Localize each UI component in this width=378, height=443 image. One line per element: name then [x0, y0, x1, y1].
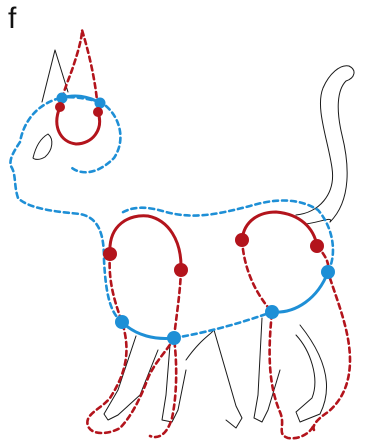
front-leg-outline-left — [103, 335, 159, 421]
blue-dot-head-right — [94, 97, 106, 109]
face-outline — [32, 133, 53, 160]
red-dot-back-right — [310, 239, 324, 253]
panel-label: f — [8, 2, 17, 35]
tail-outline-outer — [295, 65, 355, 223]
ear-red-dashed — [58, 28, 100, 114]
red-dot-ear-right — [93, 107, 103, 117]
back-right-leg-red-dashed — [312, 244, 352, 432]
red-dot-ear-left — [55, 102, 65, 112]
red-markers — [55, 102, 324, 277]
cat-outline — [32, 49, 355, 429]
red-dot-back-left — [235, 233, 249, 247]
blue-dot-back-right — [321, 265, 335, 279]
red-solid-arcs — [55, 105, 319, 272]
back-leg-outline-left — [253, 317, 281, 423]
blue-dot-back-left — [265, 305, 279, 319]
back-leg-blue-arc — [270, 270, 330, 314]
ear-red-loop — [55, 105, 101, 146]
front-right-leg-red-dashed — [148, 268, 183, 439]
body-contour-blue-dashed — [9, 96, 335, 340]
back-leg-outline-right — [295, 324, 328, 423]
blue-dot-front-right — [167, 331, 181, 345]
front-leg-outline-right — [161, 344, 187, 423]
blue-dot-front-left — [115, 315, 129, 329]
back-left-leg-red-dashed — [240, 238, 316, 440]
front-belly-blue-arc — [120, 320, 176, 340]
belly-outline — [185, 329, 243, 429]
red-dashed-contours — [58, 28, 352, 440]
front-leg-red-arc — [108, 214, 183, 272]
left-ear-outline — [41, 49, 69, 103]
blue-dot-head-left — [56, 92, 68, 104]
head-blue-arc — [60, 94, 102, 105]
blue-markers — [56, 92, 335, 345]
blue-solid-segments — [60, 94, 330, 340]
red-dot-front-right — [174, 263, 188, 277]
front-left-leg-red-dashed — [86, 252, 176, 435]
red-dot-front-left — [103, 247, 117, 261]
back-leg-red-arc — [240, 210, 319, 248]
